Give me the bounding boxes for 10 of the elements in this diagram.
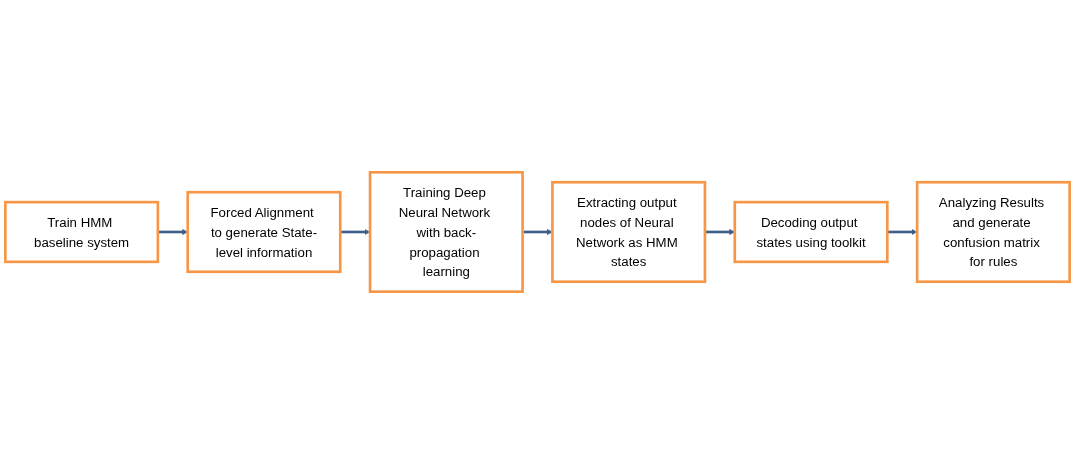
arrow <box>340 228 371 235</box>
arrow <box>522 228 553 235</box>
arrow <box>887 228 918 235</box>
node-box: Forced Alignment to generate State-level information <box>186 190 342 273</box>
arrow <box>157 228 188 235</box>
node-box: Training Deep Neural Network with back-propagation learning <box>368 170 524 293</box>
node-box: Decoding output states using toolkit <box>733 200 889 263</box>
node-box: Train HMM baseline system <box>4 200 160 263</box>
node-box: Analyzing Results and generate confusion matrix for rules <box>915 180 1071 283</box>
node-box: Extracting output nodes of Neural Network as HMM states <box>551 180 707 283</box>
